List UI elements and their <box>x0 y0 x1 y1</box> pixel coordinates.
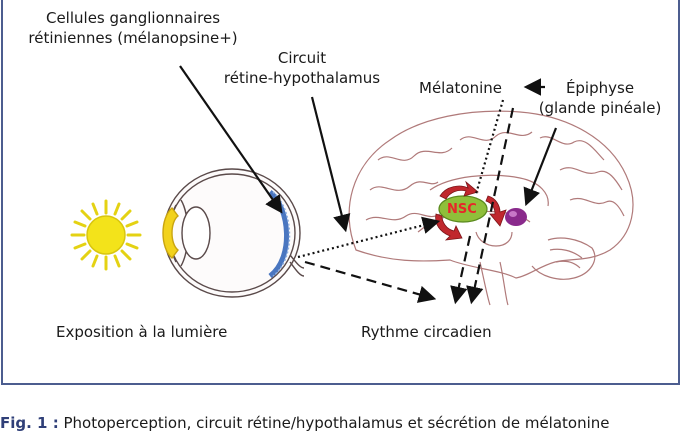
label-circuit-line1: Circuit <box>277 49 327 67</box>
eye-icon <box>162 168 305 298</box>
label-epiphyse-line1: Épiphyse <box>565 79 635 97</box>
circadian-dashed-arrows <box>304 107 515 305</box>
caption-text: Photoperception, circuit rétine/hypothal… <box>63 414 610 432</box>
sun-icon <box>70 199 142 271</box>
caption-prefix: Fig. 1 : <box>0 414 59 432</box>
label-epiphyse-line2: (glande pinéale) <box>538 99 662 117</box>
label-exposition: Exposition à la lumière <box>56 323 228 341</box>
cycle-arrows-icon <box>435 180 507 241</box>
figure-caption: Fig. 1 : Photoperception, circuit rétine… <box>0 414 610 432</box>
label-circuit-line2: rétine-hypothalamus <box>223 69 381 87</box>
label-rythme: Rythme circadien <box>361 323 492 341</box>
nsc-nucleus <box>438 195 488 223</box>
label-circuit: Circuit rétine-hypothalamus <box>218 48 386 88</box>
retina-hypothalamus-tract <box>297 99 505 259</box>
label-melatonine: Mélatonine <box>419 79 502 97</box>
pointer-arrows <box>179 65 558 233</box>
pineal-gland-icon <box>505 208 527 226</box>
label-ganglion-line1: Cellules ganglionnaires <box>45 9 221 27</box>
label-epiphyse: Épiphyse (glande pinéale) <box>525 78 675 118</box>
label-ganglion-cells: Cellules ganglionnaires rétiniennes (mél… <box>18 8 248 48</box>
label-ganglion-line2: rétiniennes (mélanopsine+) <box>28 29 238 47</box>
label-nsc: NSC <box>447 202 477 217</box>
brain-icon <box>348 110 634 306</box>
